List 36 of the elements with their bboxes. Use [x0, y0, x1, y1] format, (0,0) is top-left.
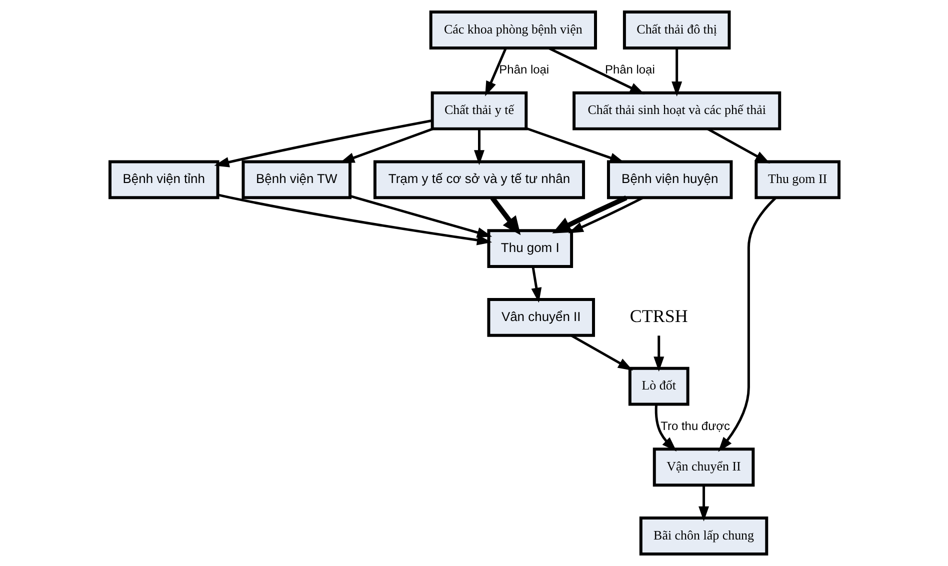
arrow	[349, 194, 492, 238]
node-box: Chất thải y tế	[430, 91, 528, 130]
node-text: CTRSH	[629, 306, 688, 326]
node-box: Các khoa phòng bệnh viện	[428, 10, 596, 50]
arrow	[490, 196, 520, 236]
arrow	[654, 404, 676, 452]
node-box: Bãi chôn lấp chung	[638, 516, 768, 556]
edge-label: Tro thu được	[660, 418, 730, 433]
arrow	[698, 485, 709, 522]
edge-label: Phân loại	[604, 62, 654, 77]
arrow	[671, 48, 682, 97]
node-box: Trạm y tế cơ sở và y tế tư nhân	[372, 160, 585, 200]
arrow	[525, 127, 624, 163]
node-box: Vân chuyển II	[486, 298, 594, 337]
node-box: Lò đốt	[628, 366, 689, 406]
arrow	[530, 266, 542, 303]
node-box: Vận chuyển II	[652, 448, 754, 487]
arrow	[484, 48, 506, 96]
node-box: Thu gom I	[486, 229, 573, 268]
node-box: Bệnh viện huyện	[606, 160, 732, 200]
arrow	[214, 119, 432, 168]
arrow	[653, 336, 664, 372]
node-box: Chất thải đô thị	[622, 10, 730, 50]
arrow	[552, 195, 627, 234]
arrow	[718, 196, 776, 452]
arrow	[570, 334, 632, 371]
node-box: Bệnh viện tỉnh	[108, 160, 219, 200]
arrow	[568, 196, 643, 234]
arrow	[548, 47, 644, 94]
edge-label: Phân loại	[498, 62, 549, 77]
arrow	[217, 194, 492, 246]
arrow	[706, 128, 770, 164]
node-box: Bệnh viện TW	[241, 160, 351, 200]
node-box: Thu gom II	[754, 160, 840, 200]
arrow	[473, 129, 484, 166]
node-box: Chất thải sinh hoạt và các phế thải	[572, 91, 781, 130]
